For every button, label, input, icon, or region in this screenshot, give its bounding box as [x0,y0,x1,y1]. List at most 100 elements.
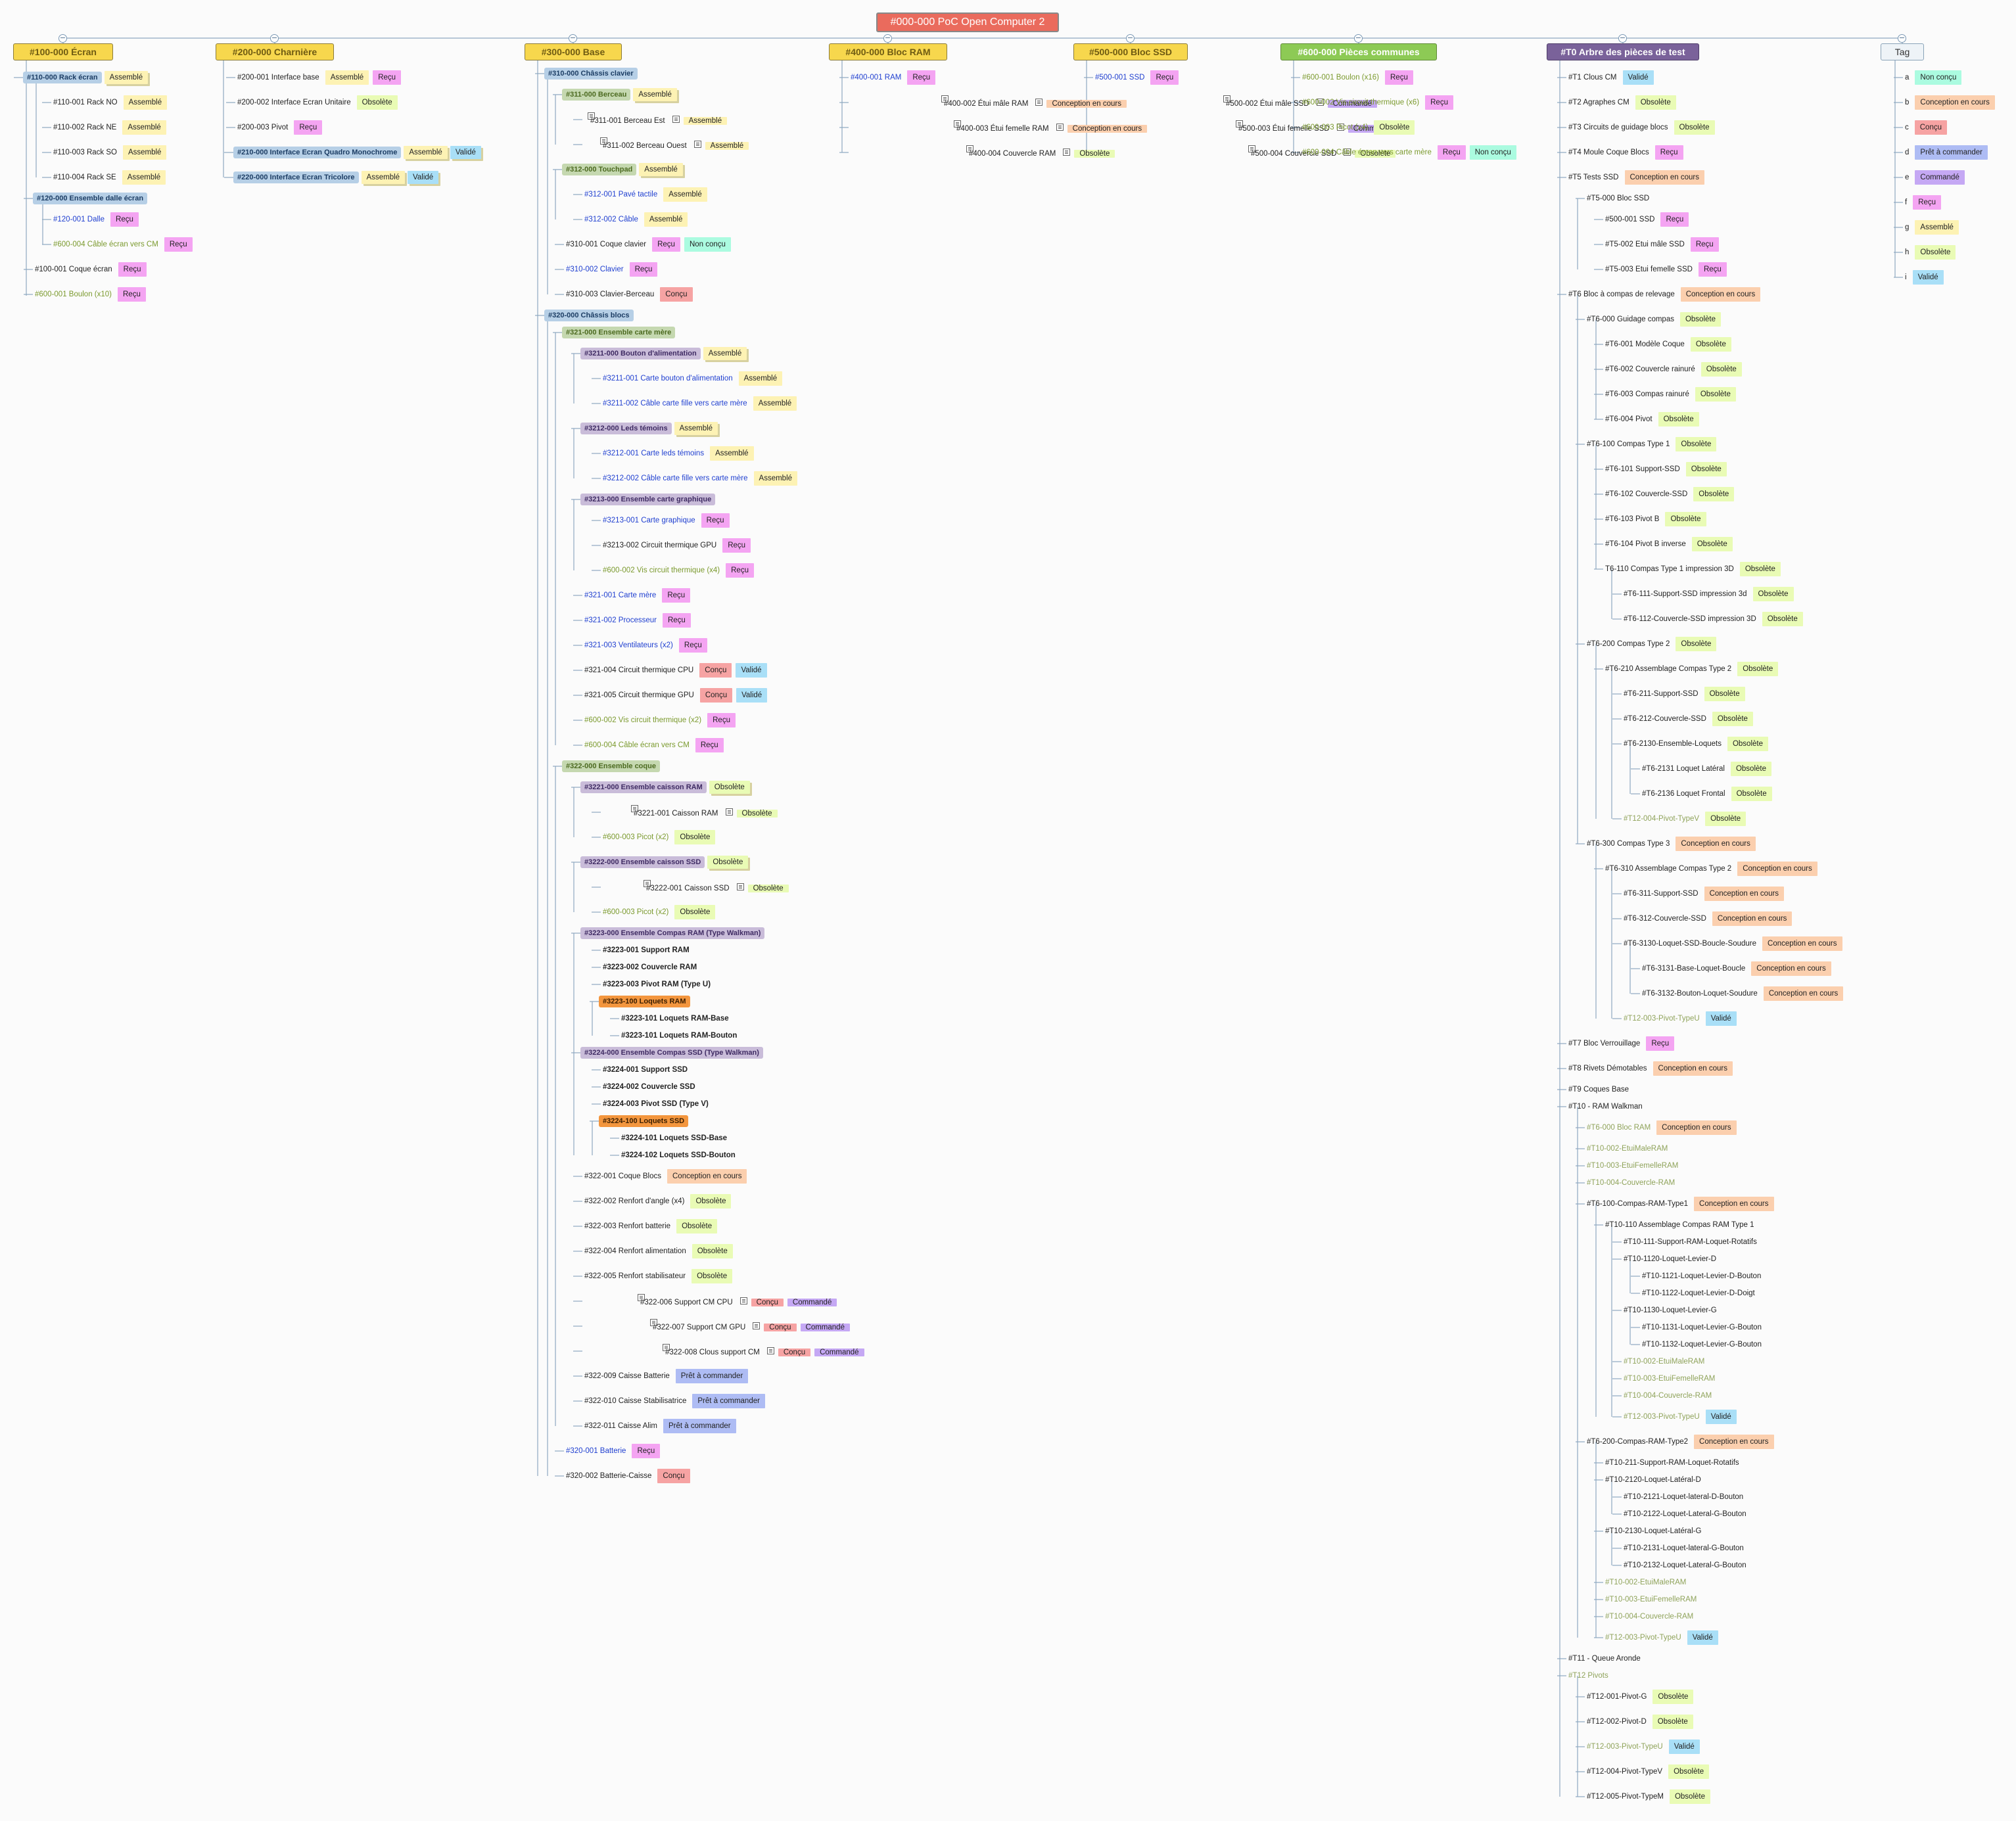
node-600-003-picot-x2[interactable]: #600-003 Picot (x2)Obsolète [601,830,716,844]
node-t10-1132-loquet-levier-g-bouton[interactable]: #T10-1132-Loquet-Levier-G-Bouton [1640,1337,1764,1352]
node-t9-coques-base[interactable]: #T9 Coques Base [1566,1082,1631,1097]
node-3223-001-support-ram[interactable]: #3223-001 Support RAM [601,943,692,957]
collapse-icon[interactable]: − [883,34,892,43]
node-600-001-boulon-x16[interactable]: #600-001 Boulon (x16)Reçu [1300,70,1413,85]
branch-header[interactable]: #200-000 Charnière [216,43,334,60]
note-icon[interactable] [693,141,701,148]
note-icon[interactable] [739,1297,747,1304]
node-t11-queue-aronde[interactable]: #T11 - Queue Aronde [1566,1651,1643,1666]
node-321-000-ensemble-carte-m-re[interactable]: #321-000 Ensemble carte mère [562,325,676,340]
branch-header[interactable]: #400-000 Bloc RAM [829,43,947,60]
node-600-002-vis-circuit-thermique-x6[interactable]: #600-002 Vis circuit thermique (x6)Reçu [1300,95,1453,110]
branch-header[interactable]: #100-000 Écran [13,43,113,60]
node-t10-111-support-ram-loquet-rotatifs[interactable]: #T10-111-Support-RAM-Loquet-Rotatifs [1622,1235,1759,1249]
note-icon[interactable] [736,883,744,890]
node-3224-102-loquets-ssd-bouton[interactable]: #3224-102 Loquets SSD-Bouton [619,1148,738,1163]
branch-header[interactable]: Tag [1881,43,1924,60]
branch-header[interactable]: #600-000 Pièces communes [1280,43,1437,60]
node-t10-1122-loquet-levier-d-doigt[interactable]: #T10-1122-Loquet-Levier-D-Doigt [1640,1286,1757,1301]
note-icon[interactable] [1056,124,1064,131]
node-321-003-ventilateurs-x2[interactable]: #321-003 Ventilateurs (x2)Reçu [582,638,707,653]
node-t10-002-etuimaleram[interactable]: #T10-002-EtuiMaleRAM [1622,1354,1706,1369]
node-600-002-vis-circuit-thermique-x2[interactable]: #600-002 Vis circuit thermique (x2)Reçu [582,713,736,727]
node-3223-100-loquets-ram[interactable]: #3223-100 Loquets RAM [599,994,690,1009]
node-t5-000-bloc-ssd[interactable]: #T5-000 Bloc SSD [1585,191,1651,206]
note-icon[interactable] [1316,99,1324,106]
node-3224-003-pivot-ssd-type-v[interactable]: #3224-003 Pivot SSD (Type V) [601,1097,711,1111]
collapse-icon[interactable]: − [1354,34,1363,43]
node-t10-2130-loquet-lat-ral-g[interactable]: #T10-2130-Loquet-Latéral-G [1603,1524,1703,1538]
note-icon[interactable] [725,808,733,816]
node-310-000-ch-ssis-clavier[interactable]: #310-000 Châssis clavier [544,66,638,81]
node-t10-003-etuifemelleram[interactable]: #T10-003-EtuiFemelleRAM [1603,1592,1699,1607]
node-t12-pivots[interactable]: #T12 Pivots [1566,1669,1610,1683]
node-3224-101-loquets-ssd-base[interactable]: #3224-101 Loquets SSD-Base [619,1131,729,1145]
node-3211-002-c-ble-carte-fille-vers-carte-m-re[interactable]: #3211-002 Câble carte fille vers carte m… [601,396,797,411]
node-3224-001-support-ssd[interactable]: #3224-001 Support SSD [601,1063,690,1077]
node-t10-1120-loquet-levier-d[interactable]: #T10-1120-Loquet-Levier-D [1622,1252,1718,1266]
node-t10-2131-loquet-lateral-g-bouton[interactable]: #T10-2131-Loquet-lateral-G-Bouton [1622,1541,1746,1556]
node-3224-000-ensemble-compas-ssd-type-walkman[interactable]: #3224-000 Ensemble Compas SSD (Type Walk… [580,1046,763,1060]
node-600-002-vis-circuit-thermique-x4[interactable]: #600-002 Vis circuit thermique (x4)Reçu [601,563,754,578]
note-icon[interactable] [1336,124,1344,131]
node-3223-003-pivot-ram-type-u[interactable]: #3223-003 Pivot RAM (Type U) [601,977,713,992]
